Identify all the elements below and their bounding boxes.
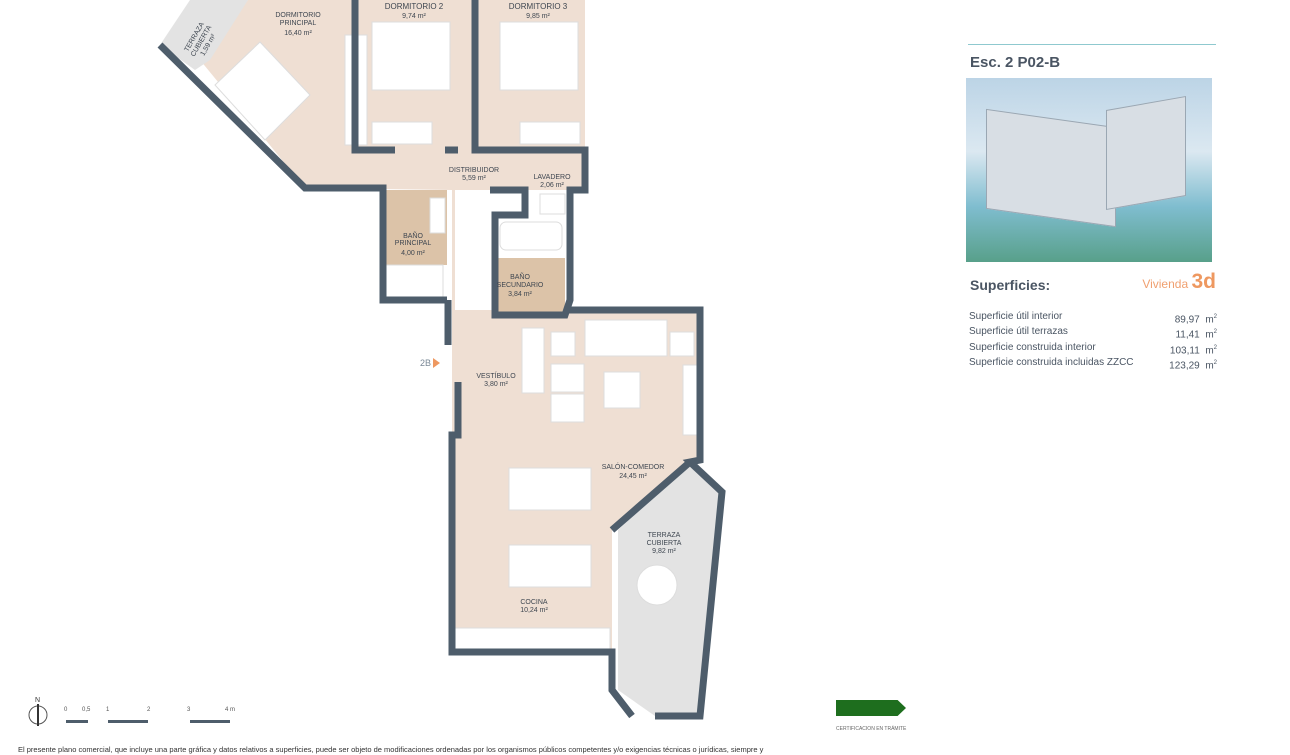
surface-unit: m xyxy=(1205,314,1214,326)
unit-code: Esc. 2 P02-B xyxy=(970,54,1061,71)
building-render-image xyxy=(966,78,1212,262)
entrance-label: 2B xyxy=(420,358,431,368)
label-cocina: COCINA xyxy=(520,599,548,606)
label-lavadero: LAVADERO xyxy=(533,174,571,181)
surface-row: Superficie construida incluidas ZZCC 123,… xyxy=(969,356,1217,372)
energy-certification-arrow-icon xyxy=(836,700,906,716)
label-bano-principal: BAÑO xyxy=(403,231,423,240)
bath-secondary-floor xyxy=(495,258,565,315)
surface-unit: m xyxy=(1205,360,1214,372)
scale-tick: 3 xyxy=(187,707,191,713)
scale-bar: 0 0,5 1 2 3 4 m xyxy=(64,707,235,723)
terrace-top xyxy=(160,0,248,70)
walls xyxy=(157,0,726,720)
label-dorm-principal: DORMITORIO xyxy=(275,12,321,19)
divider xyxy=(968,44,1216,45)
label-bano-secundario-2: SECUNDARIO xyxy=(497,282,544,289)
area-salon: 24,45 m² xyxy=(619,473,647,480)
surface-unit: m xyxy=(1205,329,1214,341)
dwelling-type: Vivienda 3d xyxy=(1142,270,1216,294)
north-label: N xyxy=(35,697,40,704)
certification-label: CERTIFICACION EN TRÁMITE xyxy=(836,726,907,732)
scale-tick: 0,5 xyxy=(82,707,91,713)
label-dorm-principal-2: PRINCIPAL xyxy=(280,20,317,27)
furniture xyxy=(214,21,698,651)
label-dorm3: DORMITORIO 3 xyxy=(509,2,568,11)
area-lavadero: 2,06 m² xyxy=(540,182,564,189)
area-dorm3: 9,85 m² xyxy=(526,13,550,20)
area-bano-principal: 4,00 m² xyxy=(401,250,425,257)
surface-value: 89,97 xyxy=(1174,314,1200,326)
area-dorm2: 9,74 m² xyxy=(402,13,426,20)
label-dorm2: DORMITORIO 2 xyxy=(385,2,444,11)
surfaces-title: Superficies: xyxy=(970,277,1051,293)
label-terraza: TERRAZA xyxy=(648,532,681,539)
scale-tick: 4 m xyxy=(225,707,235,713)
north-compass-icon: N xyxy=(28,697,48,726)
area-bano-secundario: 3,84 m² xyxy=(508,291,532,298)
label-distribuidor: DISTRIBUIDOR xyxy=(449,167,499,174)
label-bano-secundario: BAÑO xyxy=(510,272,530,281)
area-vestibulo: 3,80 m² xyxy=(484,381,508,388)
surface-value: 123,29 xyxy=(1169,360,1200,372)
surface-label: Superficie útil terrazas xyxy=(969,326,1068,338)
floor-plan: TERRAZACUBIERTA1,59 m² DORMITORIO PRINCI… xyxy=(28,0,726,726)
surface-label: Superficie construida interior xyxy=(969,341,1096,353)
surface-label: Superficie construida incluidas ZZCC xyxy=(969,356,1134,368)
scale-tick: 1 xyxy=(106,707,110,713)
label-terraza-2: CUBIERTA xyxy=(647,540,682,547)
area-distribuidor: 5,59 m² xyxy=(462,175,486,182)
area-terraza: 9,82 m² xyxy=(652,548,676,555)
scale-tick: 2 xyxy=(147,707,151,713)
surface-value: 103,11 xyxy=(1169,344,1200,356)
label-bano-principal-2: PRINCIPAL xyxy=(395,240,432,247)
label-vestibulo: VESTÍBULO xyxy=(476,371,516,380)
surface-value: 11,41 xyxy=(1175,329,1200,341)
scale-tick: 0 xyxy=(64,707,68,713)
dwelling-type-value: 3d xyxy=(1191,270,1216,293)
surface-label: Superficie útil interior xyxy=(969,311,1063,322)
entrance-arrow-icon xyxy=(433,358,440,368)
surface-unit: m xyxy=(1205,344,1214,356)
area-dorm-principal: 16,40 m² xyxy=(284,30,312,37)
label-salon: SALÓN-COMEDOR xyxy=(602,462,665,471)
disclaimer: El presente plano comercial, que incluye… xyxy=(18,745,764,754)
dwelling-type-label: Vivienda xyxy=(1142,277,1189,291)
area-cocina: 10,24 m² xyxy=(520,607,548,614)
